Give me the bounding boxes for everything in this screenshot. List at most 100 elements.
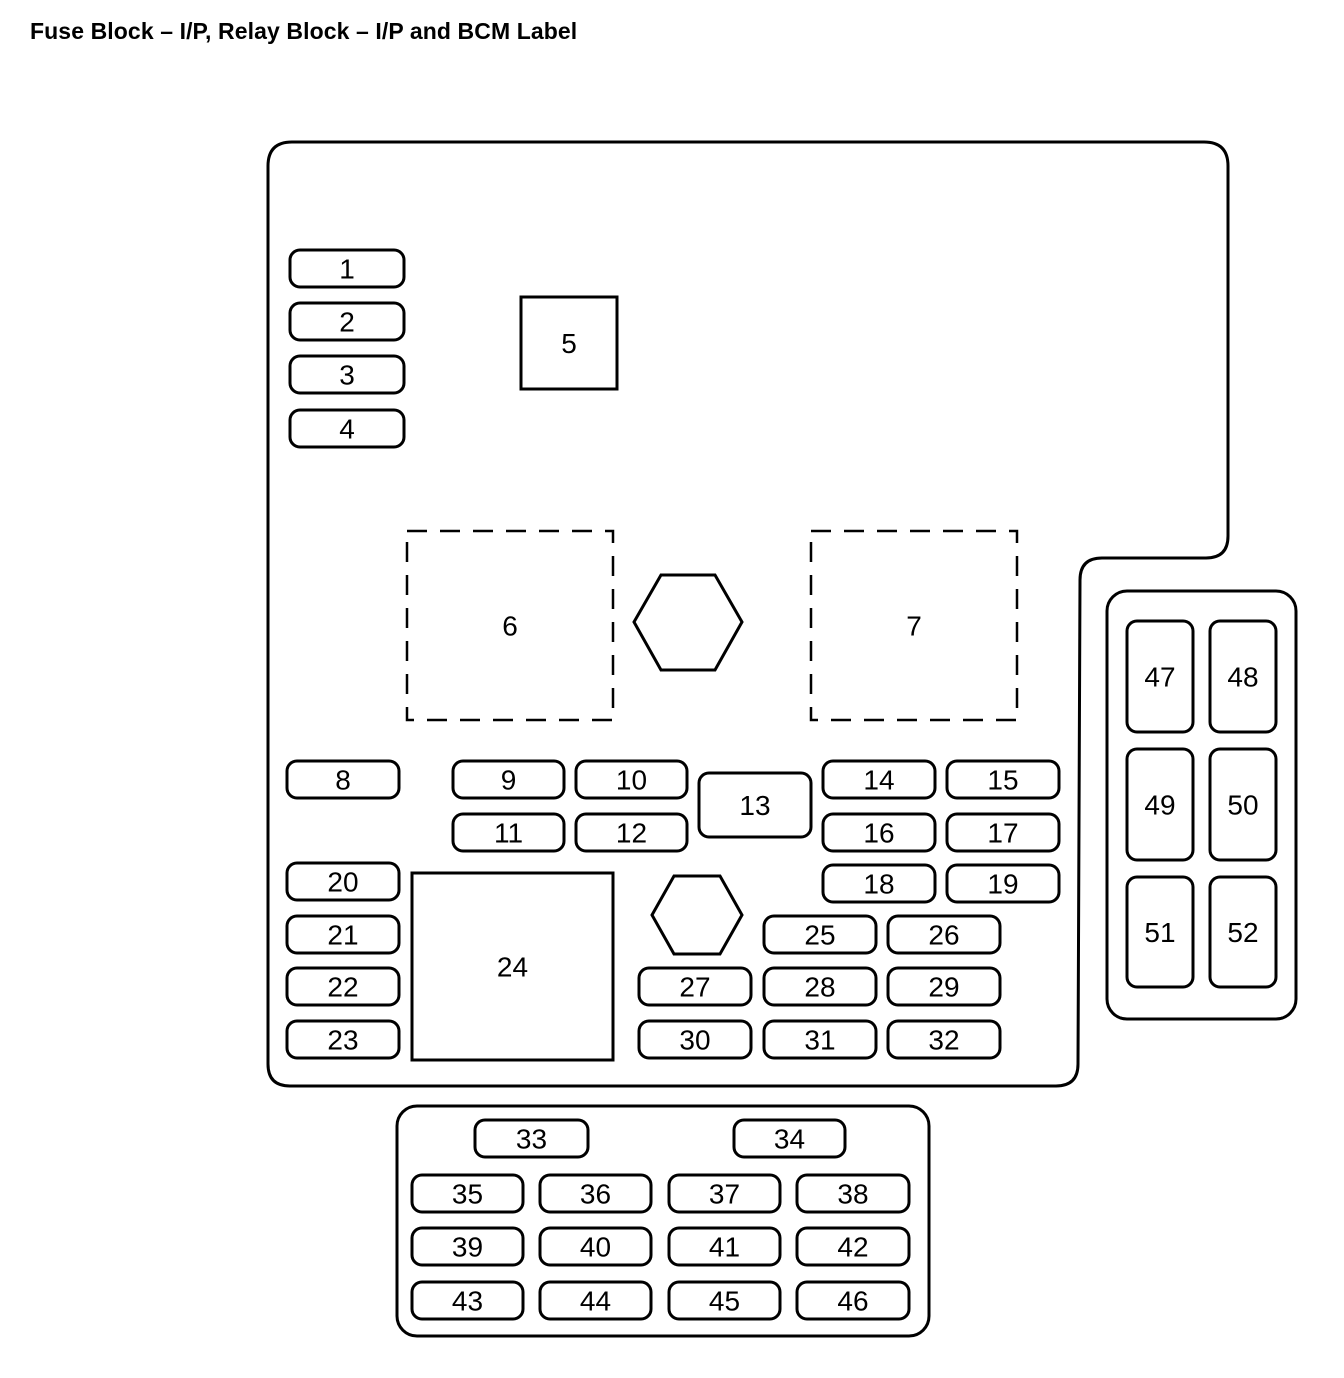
fuse-slot-10-outline — [574, 759, 689, 800]
fuse-slot-33-outline — [473, 1118, 590, 1159]
fuse-slot-39-label: 39 — [452, 1232, 483, 1263]
fuse-slot-37: 37 — [667, 1173, 782, 1214]
lower-relay-block-outline — [395, 1104, 931, 1338]
fuse-slot-4-outline — [288, 408, 406, 449]
fuse-slot-11-label: 11 — [494, 818, 523, 849]
fuse-slot-29: 29 — [886, 966, 1002, 1007]
fuse-slot-19-outline — [945, 863, 1061, 904]
fuse-slot-25-label: 25 — [804, 920, 835, 951]
fuse-slot-51-outline — [1125, 875, 1195, 989]
fuse-slot-32: 32 — [886, 1019, 1002, 1060]
fuse-slot-8-label: 8 — [335, 765, 351, 796]
fuse-slot-9-label: 9 — [501, 765, 517, 796]
fuse-slot-34-outline — [732, 1118, 847, 1159]
fuse-slot-3-outline — [288, 354, 406, 395]
fuse-slot-30-label: 30 — [679, 1025, 710, 1056]
fuse-slot-5-label: 5 — [561, 328, 577, 359]
fuse-slot-5-outline — [519, 295, 619, 391]
fuse-slot-43-label: 43 — [452, 1286, 483, 1317]
fuse-slot-14-outline — [821, 759, 937, 800]
fuse-slot-12: 12 — [574, 812, 689, 853]
fuse-slot-28-outline — [762, 966, 878, 1007]
fuse-slot-17: 17 — [945, 812, 1061, 853]
fuse-slot-37-outline — [667, 1173, 782, 1214]
fuse-slot-24-label: 24 — [497, 952, 528, 983]
fuse-slot-9-outline — [451, 759, 566, 800]
fuse-slot-1-outline — [288, 248, 406, 289]
fuse-slot-12-label: 12 — [616, 818, 647, 849]
hex-bolt-lower — [650, 874, 744, 956]
fuse-slot-6: 6 — [405, 529, 615, 722]
fuse-slot-52-outline — [1208, 875, 1278, 989]
fuse-slot-7-label: 7 — [906, 611, 922, 642]
fuse-slot-16-outline — [821, 812, 937, 853]
fuse-slot-18-label: 18 — [863, 869, 894, 900]
fuse-slot-15: 15 — [945, 759, 1061, 800]
right-bcm-block-outline — [1105, 589, 1298, 1021]
fuse-slot-51-label: 51 — [1144, 917, 1175, 948]
fuse-slot-24-outline — [410, 871, 615, 1062]
fuse-slot-26-label: 26 — [928, 920, 959, 951]
fuse-slot-10-label: 10 — [616, 765, 647, 796]
fuse-slot-24: 24 — [410, 871, 615, 1062]
fuse-slot-21-label: 21 — [327, 920, 358, 951]
hex-bolt-upper — [632, 573, 744, 672]
fuse-slot-28: 28 — [762, 966, 878, 1007]
fuse-slot-25: 25 — [762, 914, 878, 955]
fuse-slot-46: 46 — [795, 1280, 911, 1321]
fuse-slot-15-label: 15 — [987, 765, 1018, 796]
fuse-slot-22-label: 22 — [327, 972, 358, 1003]
fuse-slot-42: 42 — [795, 1226, 911, 1267]
fuse-slot-42-outline — [795, 1226, 911, 1267]
fuse-slot-52: 52 — [1208, 875, 1278, 989]
fuse-slot-36: 36 — [538, 1173, 653, 1214]
fuse-slot-48: 48 — [1208, 619, 1278, 734]
fuse-slot-41: 41 — [667, 1226, 782, 1267]
fuse-slot-9: 9 — [451, 759, 566, 800]
fuse-slot-20: 20 — [285, 861, 401, 902]
fuse-slot-26-outline — [886, 914, 1002, 955]
fuse-slot-4: 4 — [288, 408, 406, 449]
fuse-slot-38: 38 — [795, 1173, 911, 1214]
fuse-slot-40-label: 40 — [580, 1232, 611, 1263]
fuse-slot-34-label: 34 — [774, 1124, 805, 1155]
fuse-slot-26: 26 — [886, 914, 1002, 955]
fuse-slot-31-outline — [762, 1019, 878, 1060]
fuse-slot-32-label: 32 — [928, 1025, 959, 1056]
fuse-slot-6-label: 6 — [502, 611, 518, 642]
fuse-slot-4-label: 4 — [339, 414, 355, 445]
fuse-slot-39-outline — [410, 1226, 525, 1267]
fuse-slot-3: 3 — [288, 354, 406, 395]
fuse-slot-23-outline — [285, 1019, 401, 1060]
fuse-slot-29-outline — [886, 966, 1002, 1007]
fuse-slot-5: 5 — [519, 295, 619, 391]
fuse-slot-25-outline — [762, 914, 878, 955]
fuse-slot-38-outline — [795, 1173, 911, 1214]
fuse-slot-52-label: 52 — [1227, 917, 1258, 948]
fuse-slot-48-outline — [1208, 619, 1278, 734]
fuse-slot-31-label: 31 — [804, 1025, 835, 1056]
fuse-slot-21-outline — [285, 914, 401, 955]
fuse-slot-34: 34 — [732, 1118, 847, 1159]
fuse-slot-10: 10 — [574, 759, 689, 800]
fuse-slot-13: 13 — [697, 771, 813, 839]
fuse-slot-36-label: 36 — [580, 1179, 611, 1210]
fuse-slot-44: 44 — [538, 1280, 653, 1321]
fuse-slot-2: 2 — [288, 301, 406, 342]
fuse-slot-13-outline — [697, 771, 813, 839]
fuse-slot-11: 11 — [451, 812, 566, 853]
fuse-slot-46-label: 46 — [837, 1286, 868, 1317]
fuse-slot-41-label: 41 — [709, 1232, 740, 1263]
fuse-slot-13-label: 13 — [739, 790, 770, 821]
fuse-slot-35-label: 35 — [452, 1179, 483, 1210]
fuse-slot-30: 30 — [637, 1019, 753, 1060]
fuse-slot-50-outline — [1208, 747, 1278, 862]
fuse-slot-28-label: 28 — [804, 972, 835, 1003]
fuse-slot-8-outline — [285, 759, 401, 800]
fuse-slot-41-outline — [667, 1226, 782, 1267]
fuse-slot-2-label: 2 — [339, 307, 355, 338]
fuse-slot-16: 16 — [821, 812, 937, 853]
fuse-slot-35-outline — [410, 1173, 525, 1214]
fuse-slot-38-label: 38 — [837, 1179, 868, 1210]
fuse-slot-47-label: 47 — [1144, 662, 1175, 693]
